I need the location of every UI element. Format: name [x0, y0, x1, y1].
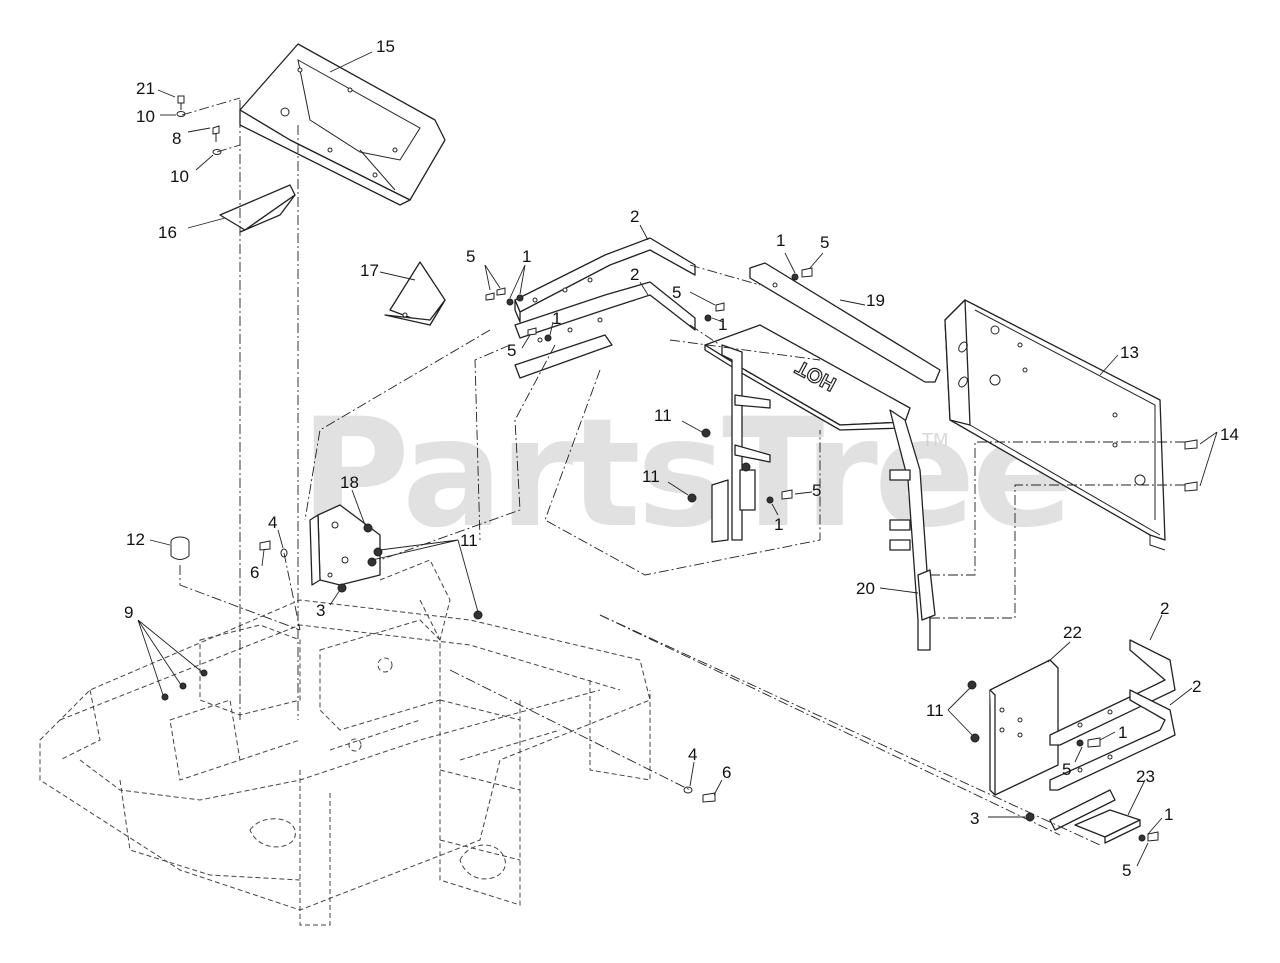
callout-2a: 2 — [630, 207, 639, 226]
callout-10: 10 — [136, 107, 155, 126]
callout-5e: 5 — [812, 481, 821, 500]
part-22-bracket — [989, 659, 1059, 796]
part-15-top-plate — [239, 43, 446, 206]
callout-4b: 4 — [688, 745, 697, 764]
callout-16: 16 — [158, 223, 177, 242]
callout-18: 18 — [340, 473, 359, 492]
callout-1g: 1 — [1164, 805, 1173, 824]
part-18-plate — [309, 504, 381, 586]
callout-19: 19 — [866, 291, 885, 310]
callout-3a: 3 — [316, 601, 325, 620]
callout-2d: 2 — [1192, 677, 1201, 696]
callout-9: 9 — [124, 603, 133, 622]
callout-15: 15 — [376, 37, 395, 56]
callout-17: 17 — [360, 261, 379, 280]
callout-5d: 5 — [820, 233, 829, 252]
part-19-bar — [749, 262, 941, 383]
callout-1c: 1 — [552, 309, 561, 328]
callout-23: 23 — [1136, 767, 1155, 786]
callout-1d: 1 — [776, 231, 785, 250]
callout-13: 13 — [1120, 343, 1139, 362]
part-17-bracket — [384, 261, 446, 326]
hardware — [161, 95, 1198, 842]
callout-14: 14 — [1220, 425, 1239, 444]
phantom-lines — [179, 97, 1185, 846]
part-13-box — [944, 299, 1166, 551]
callout-4a: 4 — [268, 513, 277, 532]
callout-3b: 3 — [970, 809, 979, 828]
callout-1e: 1 — [774, 515, 783, 534]
part-16-bracket — [219, 184, 296, 233]
callout-5a: 5 — [466, 247, 475, 266]
callout-20: 20 — [856, 579, 875, 598]
callout-1f: 1 — [1118, 723, 1127, 742]
callout-8: 8 — [172, 129, 181, 148]
watermark-logo: PartsTree TM — [300, 387, 1073, 561]
part-2-upper-rails — [514, 237, 696, 379]
callout-6b: 6 — [722, 763, 731, 782]
callout-21: 21 — [136, 79, 155, 98]
mower-frame — [39, 559, 651, 926]
callout-10b: 10 — [170, 167, 189, 186]
part-12-knob — [170, 536, 190, 560]
part-23-bracket — [1074, 809, 1141, 844]
callout-1a: 1 — [522, 247, 531, 266]
watermark-tm: TM — [921, 430, 949, 451]
watermark-text: PartsTree — [300, 387, 1069, 561]
callout-5g: 5 — [1122, 861, 1131, 880]
callout-12: 12 — [126, 530, 145, 549]
callout-pointers — [137, 51, 1218, 867]
callout-11c: 11 — [460, 531, 478, 550]
callout-5c: 5 — [507, 341, 516, 360]
callout-5b: 5 — [672, 283, 681, 302]
callout-22: 22 — [1063, 623, 1082, 642]
callout-2c: 2 — [1160, 599, 1169, 618]
callout-11a: 11 — [654, 406, 672, 425]
callout-1b: 1 — [718, 315, 727, 334]
callout-2b: 2 — [630, 265, 639, 284]
callout-5f: 5 — [1062, 760, 1071, 779]
callout-11b: 11 — [642, 467, 660, 486]
callout-6a: 6 — [250, 563, 259, 582]
callout-labels: 15 21 10 8 10 16 17 5 1 2 2 5 1 5 1 1 5 … — [124, 37, 1239, 880]
callout-11d: 11 — [926, 701, 944, 720]
part-2-lower-rails — [1049, 639, 1176, 831]
